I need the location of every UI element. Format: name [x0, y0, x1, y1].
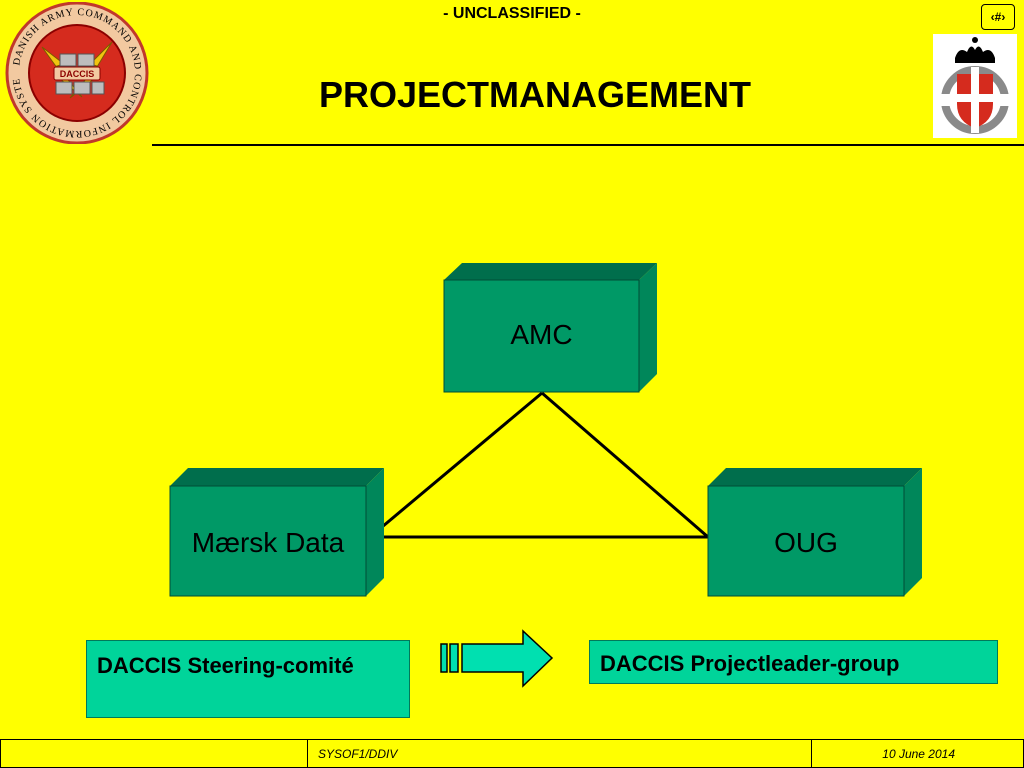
node-amc — [443, 263, 657, 393]
node-oug — [707, 468, 922, 597]
node-amc-label: AMC — [510, 319, 573, 350]
footer-left-cell — [1, 740, 308, 767]
footer-bar: SYSOF1/DDIV 10 June 2014 — [0, 739, 1024, 768]
connector-amc-oug — [541, 391, 709, 539]
projectleader-group-box: DACCIS Projectleader-group — [589, 640, 998, 684]
node-maersk-data-label: Mærsk Data — [191, 527, 345, 558]
page-title: PROJECTMANAGEMENT — [318, 74, 752, 115]
footer-department: SYSOF1/DDIV — [308, 740, 812, 767]
footer-date: 10 June 2014 — [882, 746, 955, 761]
classification-label: - UNCLASSIFIED - — [443, 5, 581, 22]
title-divider — [152, 144, 1024, 146]
node-maersk-data — [169, 468, 384, 597]
steering-comite-box: DACCIS Steering-comité — [86, 640, 410, 718]
svg-text:DACCIS: DACCIS — [60, 69, 95, 79]
node-oug-label: OUG — [774, 527, 838, 558]
daccis-seal-icon: DANISH ARMY COMMAND AND CONTROL INFORMAT… — [2, 2, 149, 144]
slide-number-badge: ‹#› — [981, 4, 1015, 30]
danish-army-crown-cross-icon — [933, 34, 1017, 138]
connector-amc-maersk — [369, 391, 543, 539]
block-arrow-right-icon — [440, 629, 554, 688]
